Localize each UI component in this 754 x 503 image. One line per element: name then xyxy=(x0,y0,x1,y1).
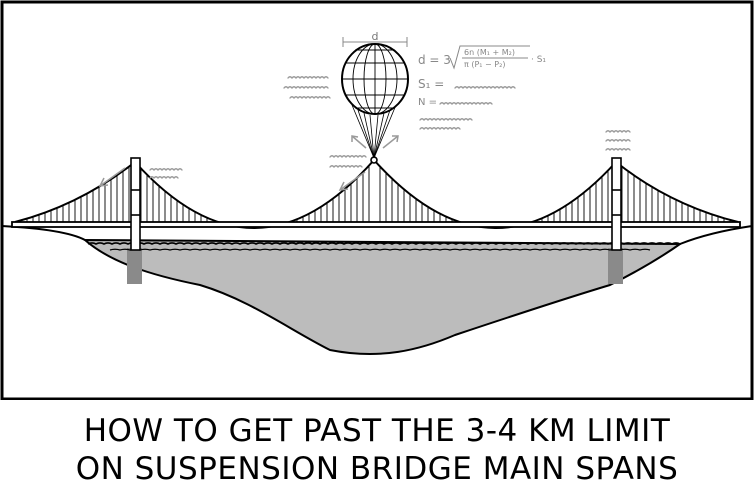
scribble-mark xyxy=(149,168,183,172)
formula-tail: · S₁ xyxy=(531,55,546,65)
scribble-mark xyxy=(149,176,179,180)
comic-panel: d d = 3 6n (M₁ + M₂) π (P₁ − P₂) · S₁ S₁… xyxy=(0,0,754,400)
caption-line-2: ON SUSPENSION BRIDGE MAIN SPANS xyxy=(75,451,679,487)
scribble-mark xyxy=(605,130,631,134)
left-side-span-cable xyxy=(14,161,136,223)
formula-numerator: 6n (M₁ + M₂) xyxy=(464,48,515,57)
diameter-label: d xyxy=(372,30,379,43)
scribble-mark xyxy=(605,148,631,152)
water-basin xyxy=(82,238,684,355)
tension-arrows xyxy=(98,135,399,191)
scribble-mark xyxy=(329,155,367,159)
right-pier-shadow xyxy=(608,248,623,284)
scribble-mark xyxy=(605,139,631,143)
caption-line-1: HOW TO GET PAST THE 3-4 KM LIMIT xyxy=(83,413,671,449)
left-pier-shadow xyxy=(127,248,142,284)
variable-n: N = xyxy=(418,97,437,108)
right-shore xyxy=(679,225,753,245)
water-ripple-line xyxy=(109,248,651,251)
formula-lhs: d = 3 xyxy=(418,53,451,67)
scribble-notes xyxy=(149,76,631,180)
water-surface-line xyxy=(87,242,681,245)
right-tower xyxy=(611,157,622,251)
balloon xyxy=(341,43,409,115)
scribble-mark xyxy=(454,86,516,90)
scribble-mark xyxy=(287,76,329,80)
scribble-mark xyxy=(283,86,329,90)
comic-caption: HOW TO GET PAST THE 3-4 KM LIMIT ON SUSP… xyxy=(0,408,754,503)
right-main-span-cable xyxy=(373,159,617,229)
diameter-dimension xyxy=(342,37,408,47)
scribble-mark xyxy=(289,96,331,100)
scribble-mark xyxy=(419,127,461,131)
scribble-mark xyxy=(329,165,363,169)
bridge-hangers xyxy=(26,165,731,222)
left-tower xyxy=(130,157,141,251)
balloon-rigging xyxy=(351,104,397,159)
formula-radical xyxy=(449,45,530,70)
right-side-span-cable xyxy=(615,161,739,223)
bridge-deck xyxy=(11,221,741,228)
scribble-mark xyxy=(439,102,493,106)
formula-denominator: π (P₁ − P₂) xyxy=(464,60,505,69)
scribble-mark xyxy=(419,118,473,122)
variable-s1: S₁ = xyxy=(418,77,444,91)
